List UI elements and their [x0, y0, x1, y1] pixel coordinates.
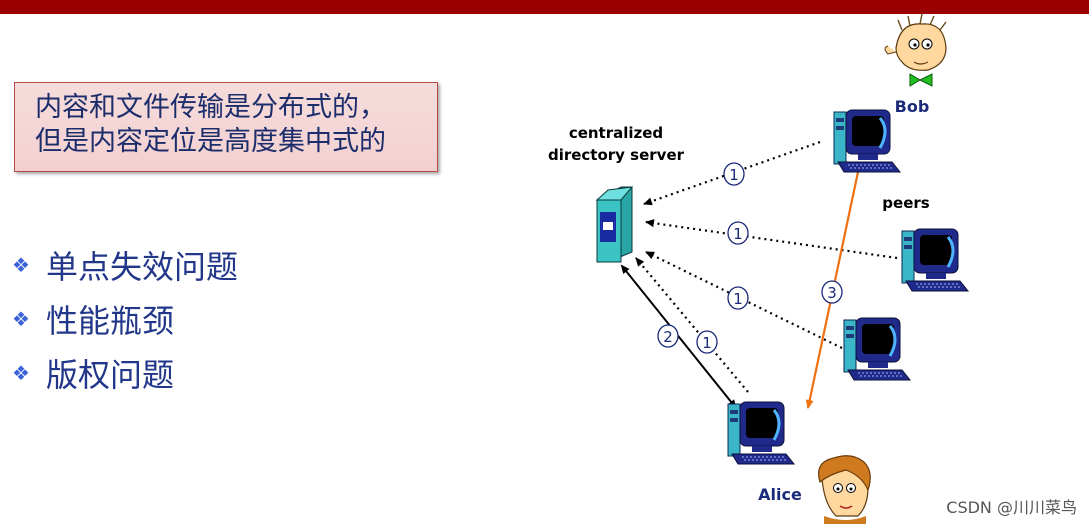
- bullet-text: 单点失效问题: [46, 248, 239, 286]
- callout-box: 内容和文件传输是分布式的， 但是内容定位是高度集中式的: [14, 82, 438, 172]
- query-arrow-alice: [635, 257, 749, 393]
- peer-computer-icon: [842, 316, 912, 382]
- step-1-badge: 1: [727, 221, 749, 245]
- callout-line-2: 但是内容定位是高度集中式的: [35, 126, 386, 157]
- bullet-list: ❖ 单点失效问题 ❖ 性能瓶颈 ❖ 版权问题: [12, 238, 238, 400]
- step-1-badge: 1: [727, 286, 749, 310]
- alice-label: Alice: [758, 485, 802, 504]
- svg-text:1: 1: [733, 290, 743, 308]
- diamond-bullet-icon: ❖: [12, 253, 30, 277]
- bullet-item: ❖ 单点失效问题: [12, 238, 238, 292]
- query-arrow-bob: [643, 140, 821, 206]
- svg-text:1: 1: [702, 334, 712, 352]
- bullet-item: ❖ 版权问题: [12, 346, 238, 400]
- bob-avatar-icon: [884, 13, 947, 87]
- step-2-badge: 2: [657, 324, 679, 348]
- diamond-bullet-icon: ❖: [12, 361, 30, 385]
- bullet-item: ❖ 性能瓶颈: [12, 292, 238, 346]
- alice-avatar-icon: [818, 455, 871, 524]
- svg-text:2: 2: [663, 328, 673, 346]
- directory-server-icon: [595, 186, 634, 263]
- top-bar: [0, 0, 1089, 14]
- callout-line-1: 内容和文件传输是分布式的，: [35, 92, 386, 123]
- peer-computer-icon: [900, 227, 970, 293]
- watermark: CSDN @川川菜鸟: [946, 498, 1077, 517]
- server-label-line-1: centralized: [569, 124, 663, 142]
- directory-reply-arrow: [620, 264, 737, 409]
- diamond-bullet-icon: ❖: [12, 307, 30, 331]
- svg-text:3: 3: [827, 284, 837, 302]
- step-1-badge: 1: [696, 330, 718, 354]
- server-label-line-2: directory server: [548, 146, 685, 164]
- bullet-text: 性能瓶颈: [46, 302, 175, 340]
- svg-text:1: 1: [733, 225, 743, 243]
- step-3-badge: 3: [821, 280, 843, 304]
- step-1-badge: 1: [723, 162, 745, 186]
- svg-text:1: 1: [729, 166, 739, 184]
- bob-computer-icon: [832, 108, 902, 174]
- bullet-text: 版权问题: [46, 356, 175, 394]
- peers-label: peers: [882, 194, 929, 212]
- query-arrow-peer: [645, 219, 898, 260]
- alice-computer-icon: [726, 400, 796, 466]
- bob-label: Bob: [895, 97, 930, 116]
